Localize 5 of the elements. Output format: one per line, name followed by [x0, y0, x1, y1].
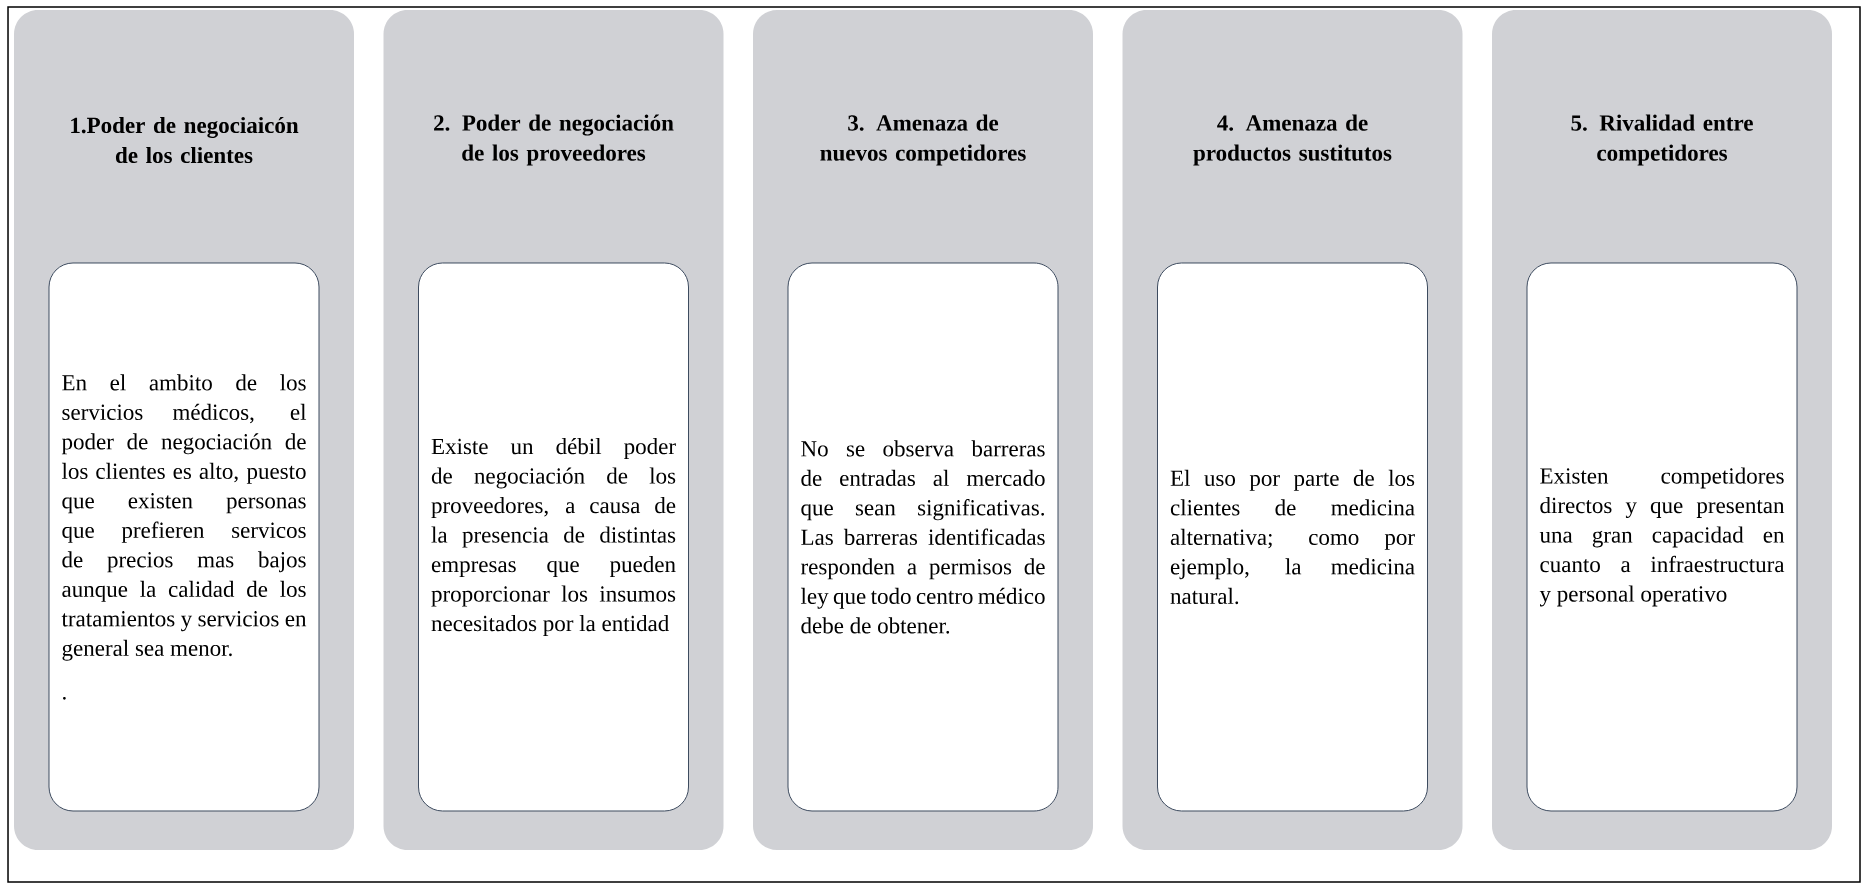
text-box: No se observa barreras de entradas al mercado que sean significativas. Las barreras identificadas responden a permisos de ley que todo centro médico debe de obtener. — [787, 262, 1059, 812]
text-box: En el ambito de los servicios médicos, el poder de negociación de los clientes es alto, puesto que existen personas que prefieren servicos de precios mas bajos aunque la calidad de los tratamientos y servicios en general sea menor. . — [48, 262, 320, 812]
text-box: Existe un débil poder de negociación de los proveedores, a causa de la presencia de distintas empresas que pueden proporcionar los insumos necesitados por la entidad — [418, 262, 689, 812]
text-box: El uso por parte de los clientes de medicina alternativa; como por ejemplo, la medicina natural. — [1157, 262, 1428, 812]
text-box: Existen competidores directos y que presentan una gran capacidad en cuanto a infraestructura y personal operativo — [1526, 262, 1798, 812]
